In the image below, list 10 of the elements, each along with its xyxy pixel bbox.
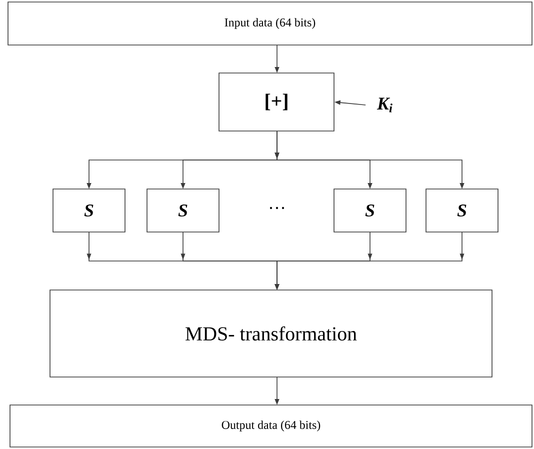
transform-box: MDS- transformation bbox=[50, 290, 492, 378]
sbox: S bbox=[334, 188, 406, 232]
process-box: [+] bbox=[218, 72, 334, 132]
sbox: S bbox=[426, 188, 498, 232]
input-box: Input data (64 bits) bbox=[8, 2, 532, 46]
sbox: S bbox=[52, 188, 126, 232]
output-box: Output data (64 bits) bbox=[10, 404, 532, 448]
sbox: S bbox=[146, 188, 220, 232]
ellipsis: … bbox=[270, 206, 284, 210]
key-label: K$_{i}$ bbox=[376, 98, 392, 112]
